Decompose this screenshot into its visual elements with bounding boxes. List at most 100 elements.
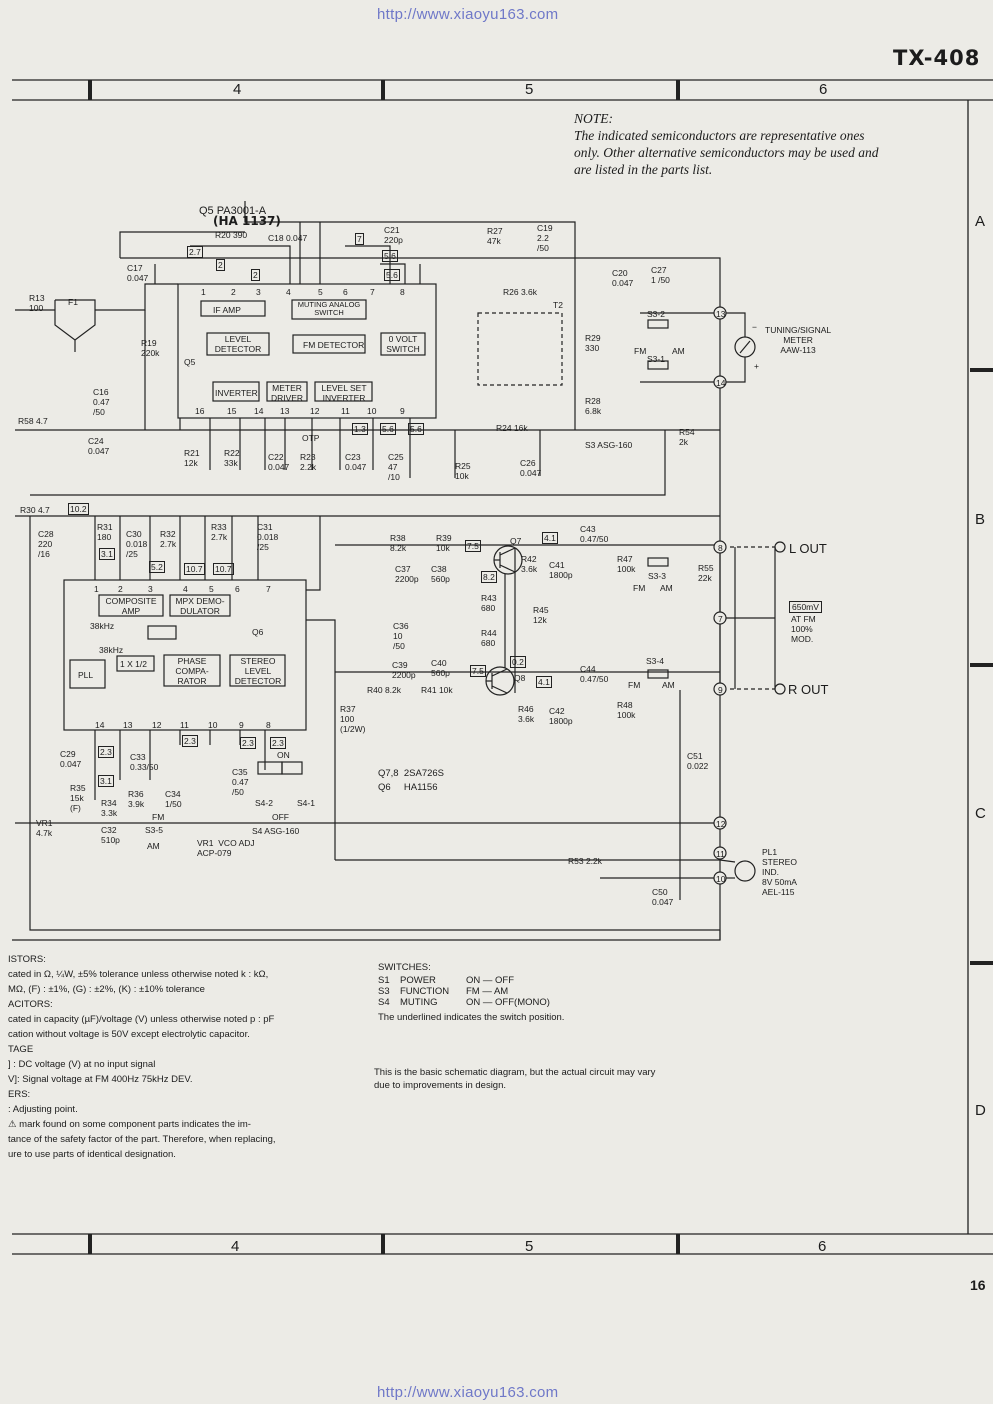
- label-c29: C29 0.047: [60, 749, 82, 769]
- q5-pin-1: 1: [201, 287, 206, 297]
- label-r39: R39 10k: [436, 533, 452, 553]
- q6-pin-6: 6: [235, 584, 240, 594]
- switches-heading: SWITCHES:: [378, 962, 431, 973]
- switch-id: S1: [378, 975, 390, 986]
- voltage-tag: 10.2: [68, 503, 89, 515]
- q5-pin-3: 3: [256, 287, 261, 297]
- label-c20: C20 0.047: [612, 268, 634, 288]
- label-c35: C35 0.47 /50: [232, 767, 249, 797]
- switch-value: ON — OFF: [466, 975, 515, 986]
- label-r30: R30 4.7: [20, 505, 50, 515]
- q6-pin-1: 1: [94, 584, 99, 594]
- label-q8: Q8: [514, 673, 526, 683]
- label-c19: C19 2.2 /50: [537, 223, 553, 253]
- transistor-q6: Q6 HA1156: [378, 782, 438, 793]
- label-r32: R32 2.7k: [160, 529, 177, 549]
- label-r24: R24 16k: [496, 423, 528, 433]
- switch-s3-part: S3 ASG-160: [585, 440, 633, 450]
- q6-38khz-label-2: 38kHz: [99, 645, 124, 655]
- voltage-tag: 5.2: [149, 561, 165, 573]
- q6-pin-12: 12: [152, 720, 162, 730]
- label-c31: C31 0.018 /25: [257, 522, 279, 552]
- label-r54: R54 2k: [679, 427, 695, 447]
- legend-line-14: ure to use parts of identical designatio…: [8, 1149, 176, 1160]
- label-c50: C50 0.047: [652, 887, 674, 907]
- column-4-bottom: 4: [231, 1238, 240, 1255]
- legend-line-1: ISTORS:: [8, 954, 46, 965]
- label-r21: R21 12k: [184, 448, 200, 468]
- switch-s3-3: S3-3: [648, 571, 666, 581]
- legend-line-5: cated in capacity (µF)/voltage (V) unles…: [8, 1014, 275, 1025]
- row-d: D: [975, 1102, 986, 1119]
- voltage-tag: 2.3: [240, 737, 256, 749]
- q6-block-phase-comparator: PHASE COMPA-RATOR: [175, 656, 209, 686]
- q6-pin-3: 3: [148, 584, 153, 594]
- terminal-11: 11: [716, 849, 725, 859]
- switch-s3-2: S3-2: [647, 309, 665, 319]
- q6-pin-8: 8: [266, 720, 271, 730]
- q5-block-inverter: INVERTER: [215, 388, 258, 398]
- q5-pin-16: 16: [195, 406, 205, 416]
- label-r31: R31 180: [97, 522, 113, 542]
- voltage-tag: 3.1: [98, 775, 114, 787]
- legend-line-7: TAGE: [8, 1044, 34, 1055]
- output-level-note: AT FM 100% MOD.: [791, 614, 816, 644]
- label-r45: R45 12k: [533, 605, 549, 625]
- note-line-2: only. Other alternative semiconductors m…: [574, 145, 879, 160]
- terminal-9: 9: [718, 685, 723, 695]
- label-r19: R19 220k: [141, 338, 160, 358]
- label-f1: F1: [68, 297, 78, 307]
- page-number: 16: [970, 1277, 986, 1293]
- voltage-tag: 7.5: [470, 665, 486, 677]
- label-q7: Q7: [510, 536, 522, 546]
- terminal-14: 14: [716, 378, 726, 388]
- label-otp: OTP: [302, 433, 320, 443]
- voltage-tag: 5.6: [384, 269, 400, 281]
- legend-line-4: ACITORS:: [8, 999, 53, 1010]
- label-r53: R53 2.2k: [568, 856, 603, 866]
- legend-line-2: cated in Ω, ¼W, ±5% tolerance unless oth…: [8, 969, 269, 980]
- q6-pin-2: 2: [118, 584, 123, 594]
- voltage-tag: 1.3: [352, 423, 368, 435]
- label-c28: C28 220 /16: [38, 529, 54, 559]
- q5-block-if-amp: IF AMP: [213, 305, 241, 315]
- switch-s3-4: S3-4: [646, 656, 664, 666]
- note-line-1: The indicated semiconductors are represe…: [574, 128, 865, 143]
- q5-part-number: Q5 PA3001-A: [199, 205, 267, 217]
- q6-pin-4: 4: [183, 584, 188, 594]
- q5-block-muting: MUTING ANALOG SWITCH: [297, 300, 361, 317]
- q5-pin-5: 5: [318, 287, 323, 297]
- label-r55: R55 22k: [698, 563, 714, 583]
- label-c32: C32 510p: [101, 825, 120, 845]
- q5-block-level-detector: LEVEL DETECTOR: [214, 334, 262, 354]
- voltage-tag: 10.7: [213, 563, 234, 575]
- switch-name: FUNCTION: [400, 986, 450, 997]
- r-out-label: R OUT: [788, 682, 829, 697]
- label-r22: R22 33k: [224, 448, 240, 468]
- label-c17: C17 0.047: [127, 263, 149, 283]
- column-6-bottom: 6: [818, 1238, 827, 1255]
- label-c51: C51 0.022: [687, 751, 709, 771]
- q6-pin-7: 7: [266, 584, 271, 594]
- legend-line-3: MΩ, (F) : ±1%, (G) : ±2%, (K) : ±10% tol…: [8, 984, 205, 995]
- q6-block-composite-amp: COMPOSITE AMP: [105, 596, 157, 616]
- voltage-tag: 7: [355, 233, 364, 245]
- label-r38: R38 8.2k: [390, 533, 407, 553]
- note-heading: NOTE:: [574, 111, 614, 126]
- terminal-8: 8: [718, 543, 723, 553]
- voltage-tag: 2: [216, 259, 225, 271]
- terminal-7: 7: [718, 614, 723, 624]
- q6-pin-9: 9: [239, 720, 244, 730]
- q5-pin-2: 2: [231, 287, 236, 297]
- legend-line-10: ERS:: [8, 1089, 31, 1100]
- label-c33: C33 0.33/50: [130, 752, 159, 772]
- q6-block-1x1-2: 1 X 1/2: [120, 659, 147, 669]
- switch-row: S3 FUNCTION FM — AM: [378, 986, 564, 997]
- label-r26: R26 3.6k: [503, 287, 538, 297]
- q5-block-level-set-inverter: LEVEL SET INVERTER: [321, 383, 367, 403]
- switch-fm-2: FM: [633, 583, 646, 593]
- q5-pin-15: 15: [227, 406, 237, 416]
- basic-note-line-2: due to improvements in design.: [374, 1080, 507, 1091]
- q6-pin-10: 10: [208, 720, 218, 730]
